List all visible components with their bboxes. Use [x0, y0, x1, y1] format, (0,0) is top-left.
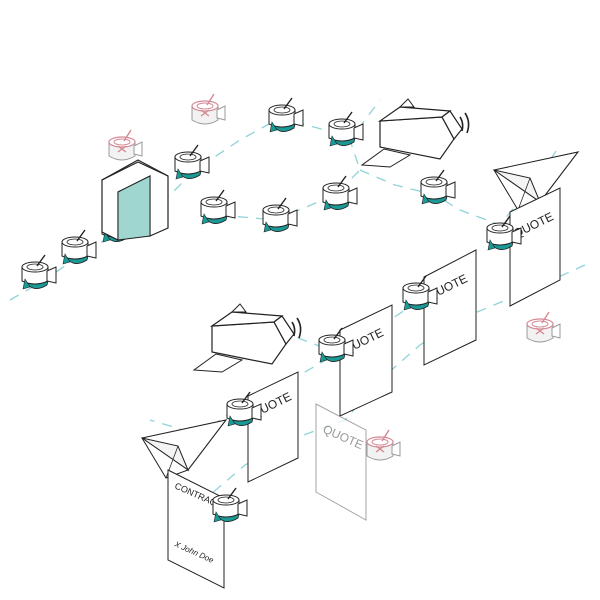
quote-document: QUOTE — [339, 304, 393, 417]
rejected-bee-icon — [191, 93, 226, 125]
quote-document: QUOTE — [247, 371, 299, 483]
bowler-hat-bee-icon — [61, 229, 97, 265]
contract-document: CONTRACT X John Doe — [167, 469, 225, 589]
space-shuttle-icon — [193, 303, 302, 373]
paper-plane-icon — [141, 419, 227, 479]
space-shuttle-icon — [361, 98, 470, 168]
rejected-bee-icon — [108, 129, 143, 161]
rejected-quote-document: QUOTE — [315, 403, 367, 521]
bowler-hat-bee-icon — [262, 197, 298, 233]
rejected-bee-icon — [366, 429, 401, 461]
bowler-hat-bee-icon — [322, 175, 358, 211]
entry-gate-icon — [101, 159, 169, 241]
rejected-bee-icon — [526, 311, 561, 343]
bowler-hat-bee-icon — [212, 487, 248, 523]
bowler-hat-bee-icon — [200, 189, 236, 225]
quote-document: QUOTE — [423, 249, 477, 366]
bowler-hat-bee-icon — [420, 169, 456, 205]
bowler-hat-bee-icon — [328, 111, 364, 147]
quote-document: QUOTE — [509, 187, 561, 307]
bowler-hat-bee-icon — [21, 254, 57, 290]
bowler-hat-bee-icon — [174, 144, 210, 180]
bowler-hat-bee-icon — [268, 97, 304, 133]
